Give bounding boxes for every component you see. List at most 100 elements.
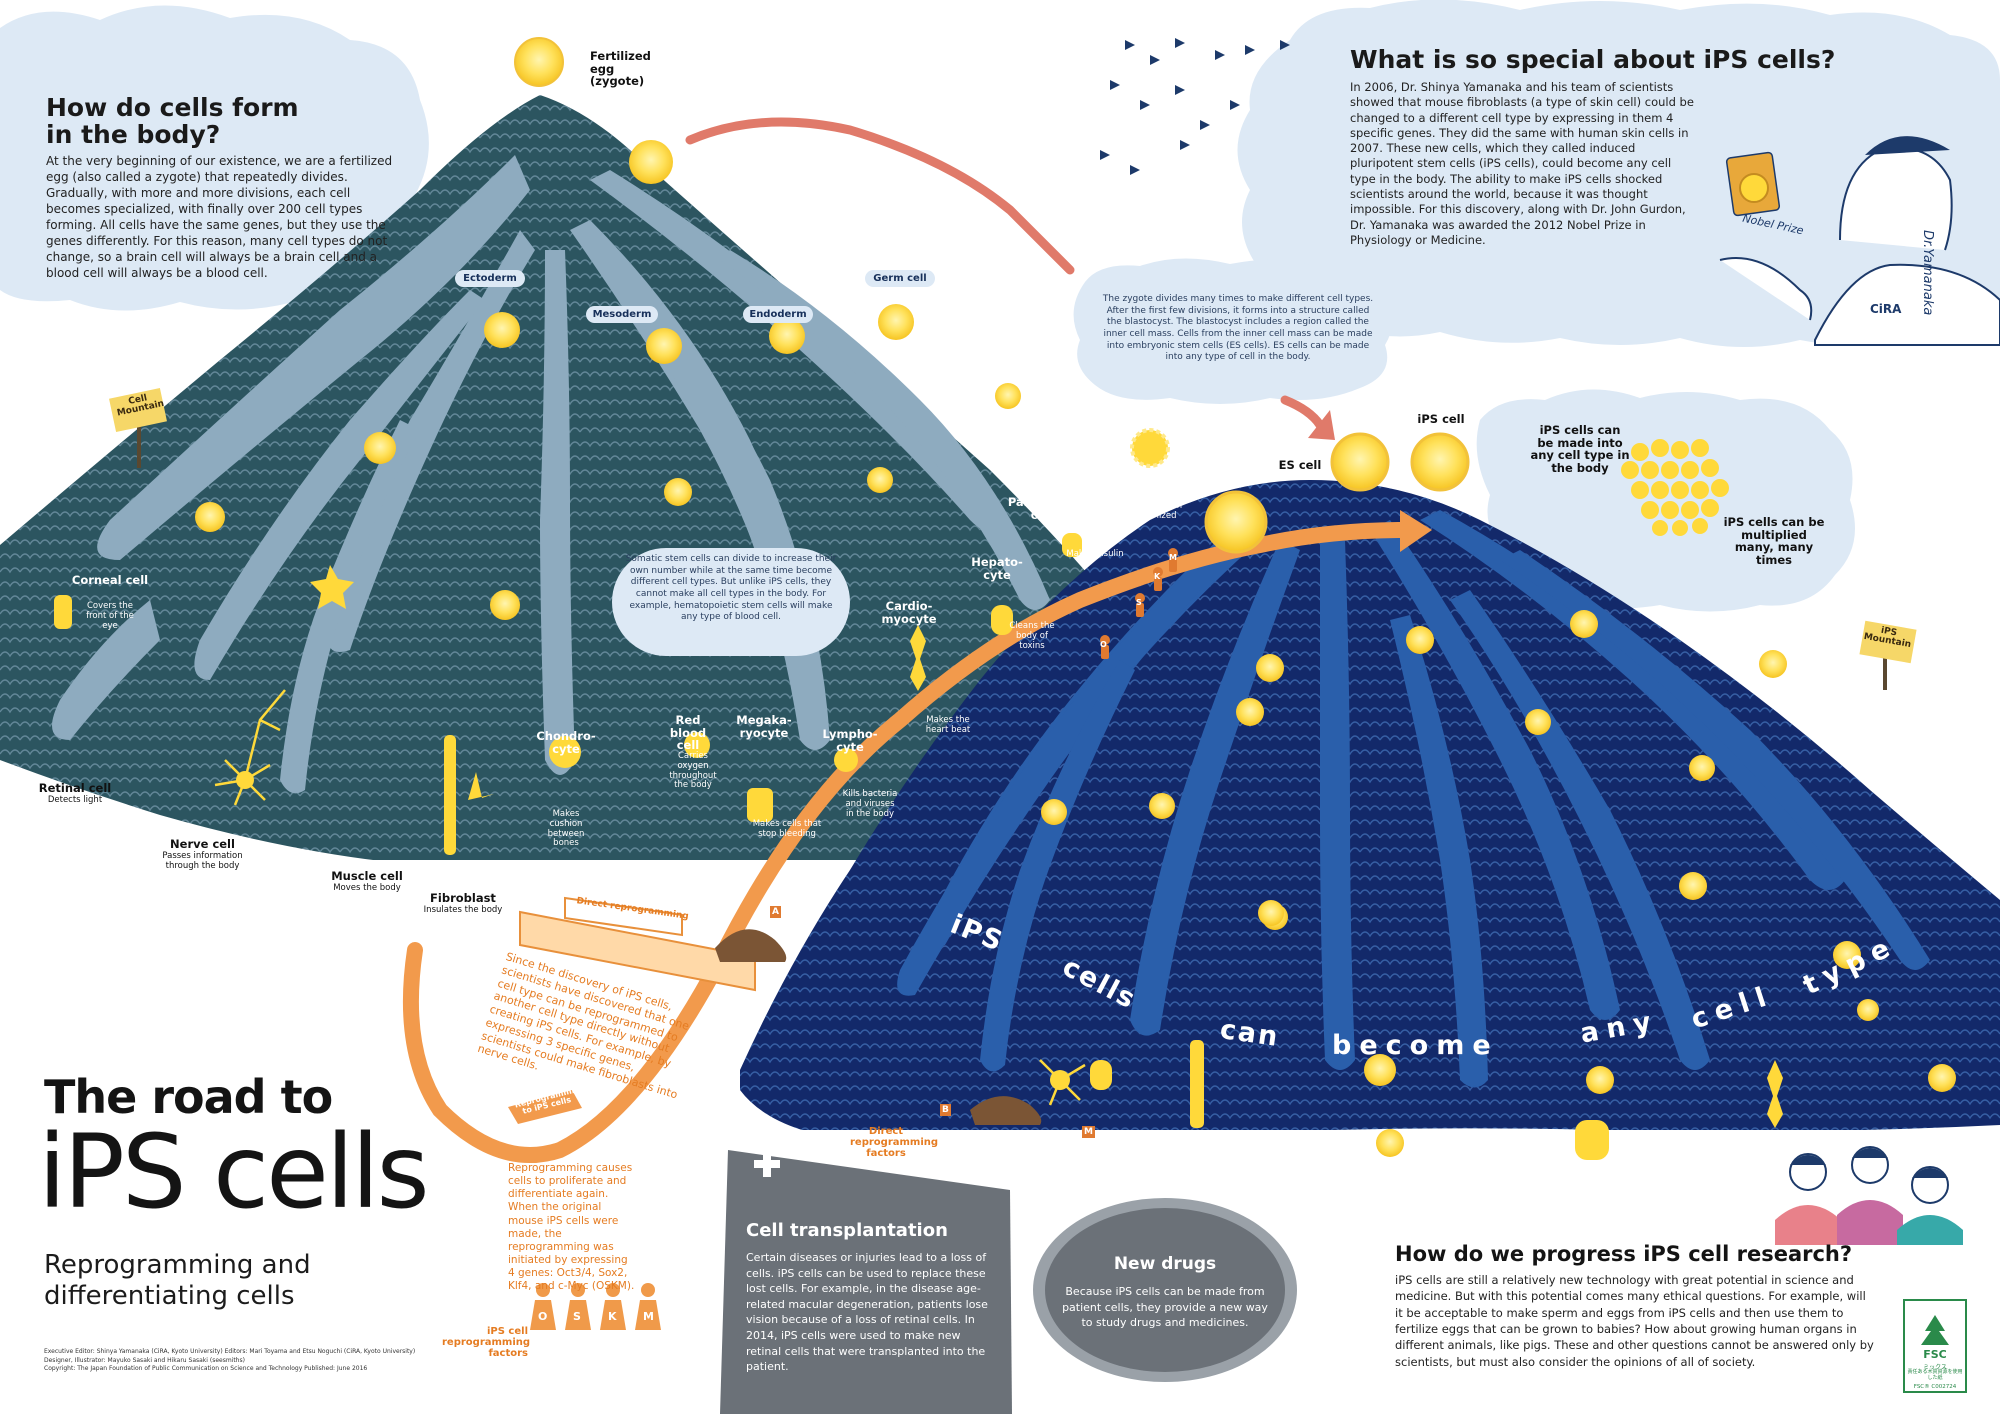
- ground-white: [0, 760, 2000, 1414]
- germ-cell: [878, 304, 914, 340]
- how-cells-form-body: At the very beginning of our existence, …: [46, 154, 393, 280]
- red-blood-cell-label: Red blood cell: [669, 713, 707, 753]
- fsc-code: FSC® C002724: [1913, 1384, 1957, 1390]
- retinal-cell-label: Retinal cell: [38, 781, 112, 795]
- how-cells-form-title-line1: How do cells form: [46, 93, 299, 122]
- direct-reprogramming-board: [519, 896, 756, 992]
- credits-line2: Designer, Illustrator: Mayuko Sasaki and…: [44, 1356, 245, 1364]
- mesoderm-cell: [646, 328, 682, 364]
- birds: [1100, 38, 1290, 175]
- somatic-bubble: [612, 548, 850, 656]
- ips-any-type-text: iPS cells can be made into any cell type…: [1530, 423, 1630, 475]
- oskm-climbers: [1100, 548, 1178, 659]
- yamanaka-figure: [1719, 136, 2000, 346]
- climber-letter-o: O: [1100, 640, 1107, 649]
- main-title-line1: The road to: [44, 1070, 333, 1124]
- people-group: [1775, 1146, 1963, 1245]
- wave-word-4: become: [1332, 1030, 1499, 1061]
- ips-multiplied-text: iPS cells can be multiplied many, many t…: [1723, 515, 1825, 567]
- cell-mountain-sign: [109, 387, 167, 468]
- reprogramming-path: [402, 510, 1432, 1163]
- somatic-bubble-text: Somatic stem cells can divide to increas…: [625, 554, 837, 623]
- corneal-cell-label: Corneal cell: [71, 573, 149, 587]
- oskm-holding-hands: [530, 1283, 661, 1330]
- ips-cell-circle: [1410, 432, 1470, 492]
- ovum-desc: Becomes a zygote when ferti- lized: [1127, 491, 1183, 521]
- hepatocyte-label: Hepato- cyte: [971, 555, 1023, 582]
- chondrocyte-desc: Makes cushion between bones: [547, 809, 585, 849]
- ips-cell-label: iPS cell: [1417, 412, 1465, 426]
- oskm-letter-m: M: [643, 1310, 654, 1323]
- how-cells-form-title: How do cells form in the body?: [46, 94, 386, 148]
- reprogramming-sign: [508, 1090, 582, 1124]
- cell-transplantation-box: [720, 1150, 1012, 1414]
- es-cell-circle: [1330, 432, 1390, 492]
- chondrocyte-label: Chondro- cyte: [536, 729, 596, 756]
- cira-coat-label: CiRA: [1870, 302, 1902, 316]
- credits: Executive Editor: Shinya Yamanaka (CiRA,…: [44, 1348, 415, 1374]
- zygote-cell: [514, 37, 564, 87]
- climber-letter-s: S: [1136, 598, 1142, 607]
- ovum-cell: [1130, 428, 1170, 468]
- oskm-letter-k: K: [608, 1310, 617, 1323]
- zygote-label-line2: egg: [590, 61, 615, 76]
- red-blood-cell-desc: Carries oxygen throughout the body: [669, 751, 717, 791]
- how-cells-form-title-line2: in the body?: [46, 120, 221, 149]
- early-cell: [629, 140, 673, 184]
- zygote-label: Fertilized egg (zygote): [590, 50, 651, 88]
- pancreatic-cell-label: Pancreatic cell: [1007, 495, 1077, 522]
- ectoderm-cell: [484, 312, 520, 348]
- progress-body: iPS cells are still a relatively new tec…: [1395, 1273, 1874, 1369]
- megakaryocyte-desc: Makes cells that stop bleeding: [752, 819, 822, 839]
- cardiomyocyte-desc: Makes the heart beat: [925, 715, 971, 735]
- direct-letter-m: M: [1082, 1126, 1095, 1138]
- new-drugs-dish: [1033, 1198, 1297, 1382]
- direct-factors-label: Direct reprogramming factors: [850, 1126, 939, 1159]
- fsc-sub1: ミックス: [1923, 1364, 1947, 1371]
- what-special-title: What is so special about iPS cells?: [1350, 45, 1836, 74]
- subtitle-line2: differentiating cells: [44, 1280, 295, 1311]
- ips-mountain: [740, 480, 2000, 1130]
- fibroblast-label: Fibroblast: [430, 891, 496, 905]
- ips-mountain-sign: [1859, 620, 1917, 690]
- cloud-how-cells-form: [0, 5, 429, 311]
- muscle-cell-desc: Moves the body: [333, 883, 401, 893]
- pancreatic-cell-desc: Makes insulin: [1066, 549, 1124, 559]
- oskm-letter-s: S: [573, 1310, 581, 1323]
- what-special-body: In 2006, Dr. Shinya Yamanaka and his tea…: [1350, 80, 1694, 247]
- climber-letter-m: M: [1169, 553, 1177, 562]
- credits-line1: Executive Editor: Shinya Yamanaka (CiRA,…: [44, 1348, 416, 1355]
- subtitle: Reprogramming and differentiating cells: [44, 1250, 311, 1311]
- muscle-cell-label: Muscle cell: [331, 869, 403, 883]
- climber-letter-k: K: [1154, 572, 1161, 581]
- lymphocyte-label: Lympho- cyte: [822, 727, 878, 754]
- subtitle-line1: Reprogramming and: [44, 1250, 311, 1280]
- fibroblast-desc: Insulates the body: [423, 905, 503, 915]
- ips-cell-cluster: [1621, 439, 1729, 536]
- direct-letter-a: A: [770, 906, 781, 918]
- new-drugs-title: New drugs: [1113, 1254, 1217, 1274]
- mesoderm-label: Mesoderm: [586, 306, 658, 323]
- zygote-label-line1: Fertilized: [590, 49, 651, 63]
- retinal-cell-desc: Detects light: [47, 795, 103, 805]
- cloud-zygote-bubble: [1073, 258, 1393, 404]
- cardiomyocyte-label: Cardio- myocyte: [881, 599, 937, 626]
- nerve-cell-desc: Passes information through the body: [162, 851, 243, 871]
- reprogramming-factors-label: iPS cell reprogramming factors: [442, 1326, 531, 1359]
- cloud-what-special: [1237, 0, 2000, 347]
- cloud-ips-multiply: [1476, 389, 1855, 612]
- fsc-name: FSC: [1923, 1348, 1947, 1361]
- arc-zygote-to-es: [685, 117, 1335, 440]
- cell-transplantation-title: Cell transplantation: [746, 1220, 948, 1241]
- ips-mountain-cells: [1039, 432, 1956, 1160]
- fertilized-cell-top: [1204, 490, 1268, 554]
- main-title-line2: iPS cells: [38, 1113, 430, 1232]
- ectoderm-label: Ectoderm: [455, 270, 525, 287]
- direct-letter-b: B: [940, 1104, 951, 1116]
- new-drugs-body: Because iPS cells can be made from patie…: [1062, 1285, 1268, 1330]
- es-cell-label: ES cell: [1278, 458, 1322, 472]
- fsc-logo: [1903, 1299, 1967, 1393]
- progress-title: How do we progress iPS cell research?: [1395, 1242, 1853, 1266]
- credits-line3: Copyright: The Japan Foundation of Publi…: [44, 1365, 368, 1373]
